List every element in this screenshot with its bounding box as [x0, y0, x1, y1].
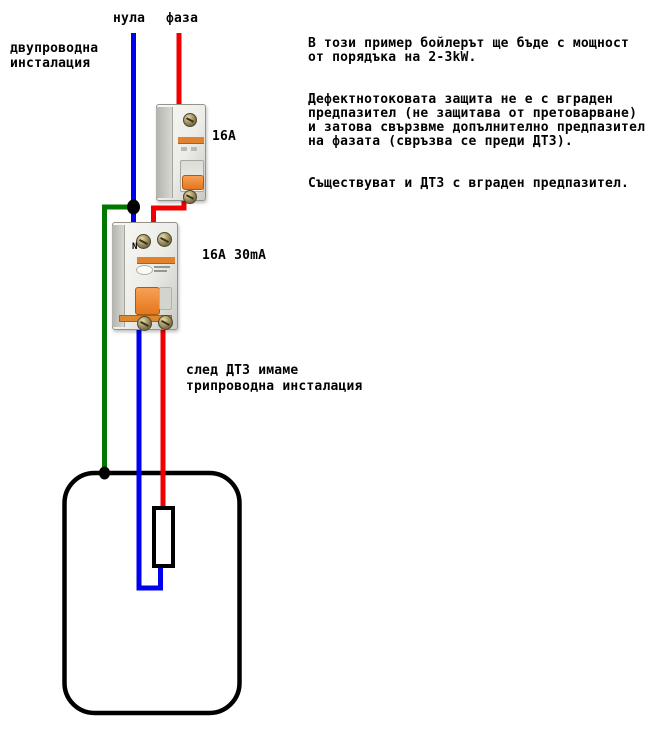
breaker-din-side	[156, 107, 173, 198]
rcd-din-side	[112, 225, 125, 327]
circuit-breaker-device	[156, 104, 206, 204]
note-text: В този пример бойлерът ще бъде с мощност…	[308, 36, 646, 191]
rcd-label-text-line	[154, 270, 167, 272]
breaker-bottom-screw-icon	[183, 190, 197, 204]
rcd-bottom-screw-neutral-icon	[137, 316, 152, 331]
label-neutral: нула	[113, 11, 146, 26]
rcd-device: N	[112, 222, 178, 331]
heating-element	[152, 506, 175, 568]
breaker-top-screw-icon	[183, 113, 197, 127]
rcd-test-oval	[136, 265, 153, 275]
rcd-label-text-line	[154, 266, 170, 268]
breaker-toggle-lever	[182, 175, 204, 190]
rcd-top-screw-neutral-icon	[136, 234, 151, 249]
rcd-toggle-lever	[135, 287, 160, 315]
phase-wire-mid	[151, 198, 187, 226]
junction-dot-neutral	[127, 199, 140, 215]
neutral-wire-lower	[136, 328, 163, 591]
rcd-top-screw-phase-icon	[157, 232, 172, 247]
rcd-neutral-mark: N	[132, 242, 138, 252]
breaker-vent	[191, 147, 197, 151]
breaker-brand-band	[178, 137, 204, 144]
rcd-bottom-screw-phase-icon	[158, 315, 173, 330]
label-two-wire-installation: двупроводна инсталация	[10, 41, 99, 71]
label-phase: фаза	[166, 11, 199, 26]
label-rcd-rating: 16A 30mA	[202, 248, 267, 263]
rcd-brand-band	[137, 257, 175, 264]
rcd-toggle-housing	[159, 287, 172, 310]
ground-wire	[102, 204, 131, 471]
junction-dot-tank	[99, 466, 110, 480]
breaker-vent	[181, 147, 187, 151]
label-after-rcd: след ДТЗ имаме трипроводна инсталация	[186, 363, 363, 394]
boiler-tank-outline	[62, 470, 242, 716]
label-breaker-rating: 16A	[212, 129, 237, 144]
